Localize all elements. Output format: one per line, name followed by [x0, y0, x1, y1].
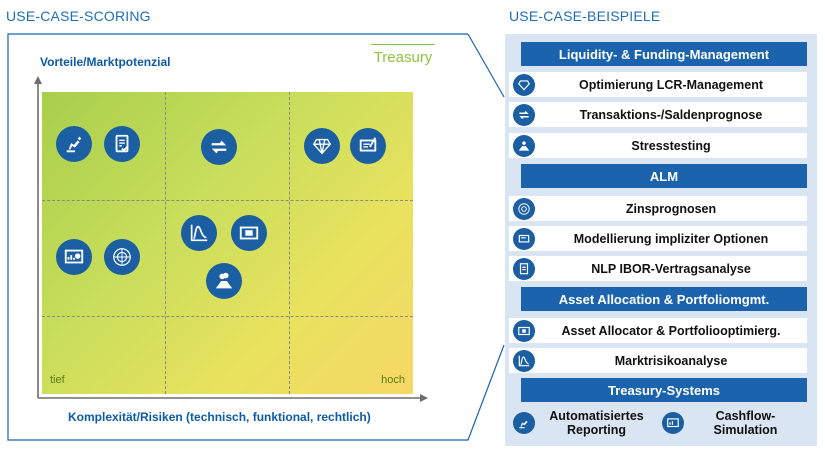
list-item: Optimierung LCR-Management	[509, 72, 807, 97]
group-header-asset-allocation: Asset Allocation & Portfoliomgmt.	[521, 287, 807, 311]
curve-icon	[181, 215, 217, 251]
document-check-icon	[513, 257, 535, 280]
scoring-matrix: tief hoch	[42, 92, 413, 394]
list-item: Automatisiertes Reporting	[509, 404, 658, 442]
treasury-systems-items: Automatisiertes Reporting Cashflow-Simul…	[509, 404, 807, 442]
list-item: Marktrisikoanalyse	[509, 348, 807, 373]
diamond-icon	[513, 73, 535, 96]
certificate-icon	[513, 227, 535, 250]
list-item: Cashflow-Simulation	[658, 404, 807, 442]
list-item-label: Zinsprognosen	[625, 201, 717, 216]
grid-line-h1	[42, 200, 413, 201]
x-axis-label: Komplexität/Risiken (technisch, funktion…	[68, 410, 371, 424]
curve-icon	[513, 349, 535, 372]
grid-line-v1	[165, 92, 166, 394]
group-header-alm: ALM	[521, 164, 807, 188]
group-header-treasury-systems: Treasury-Systems	[521, 378, 807, 402]
diamond-icon	[304, 128, 340, 164]
list-item-label: Optimierung LCR-Management	[578, 77, 764, 92]
scoring-title: USE-CASE-SCORING	[6, 8, 151, 24]
list-item-label: Asset Allocator & Portfoliooptimierg.	[561, 323, 781, 338]
list-item-label: Transaktions-/Saldenprognose	[579, 107, 763, 122]
list-item-label: Cashflow-Simulation	[713, 409, 778, 437]
grid-line-v2	[289, 92, 290, 394]
document-check-icon	[104, 126, 140, 162]
radar-icon	[513, 197, 535, 220]
group-header-liquidity: Liquidity- & Funding-Management	[521, 42, 807, 66]
list-item: Modellierung impliziter Optionen	[509, 226, 807, 251]
list-item: Transaktions-/Saldenprognose	[509, 102, 807, 127]
list-item: Asset Allocator & Portfoliooptimierg.	[509, 318, 807, 343]
volcano-icon	[513, 134, 535, 157]
treasury-tag-label: Treasury	[373, 49, 433, 66]
list-item-label: Automatisiertes Reporting	[549, 409, 644, 437]
list-item-label: Stresstesting	[631, 138, 711, 153]
robot-arm-icon	[56, 126, 92, 162]
y-axis-label: Vorteile/Marktpotenzial	[40, 55, 171, 69]
list-item: Zinsprognosen	[509, 196, 807, 221]
dashboard-icon	[662, 412, 684, 434]
banknote-icon	[231, 215, 267, 251]
list-item-label: NLP IBOR-Vertragsanalyse	[591, 261, 751, 276]
high-label: hoch	[381, 374, 405, 386]
list-item: Stresstesting	[509, 133, 807, 158]
arrows-exchange-icon	[201, 129, 237, 165]
examples-title: USE-CASE-BEISPIELE	[509, 8, 661, 24]
grid-line-h2	[42, 316, 413, 317]
dashboard-icon	[56, 239, 92, 275]
certificate-icon	[350, 128, 386, 164]
banknote-icon	[513, 319, 535, 342]
list-item: NLP IBOR-Vertragsanalyse	[509, 256, 807, 281]
robot-arm-icon	[513, 412, 535, 434]
treasury-tag: Treasury	[371, 44, 435, 66]
low-label: tief	[50, 374, 65, 386]
radar-icon	[104, 239, 140, 275]
list-item-label: Modellierung impliziter Optionen	[573, 231, 769, 246]
volcano-icon	[206, 263, 242, 299]
arrows-exchange-icon	[513, 103, 535, 126]
list-item-label: Marktrisikoanalyse	[614, 353, 728, 368]
